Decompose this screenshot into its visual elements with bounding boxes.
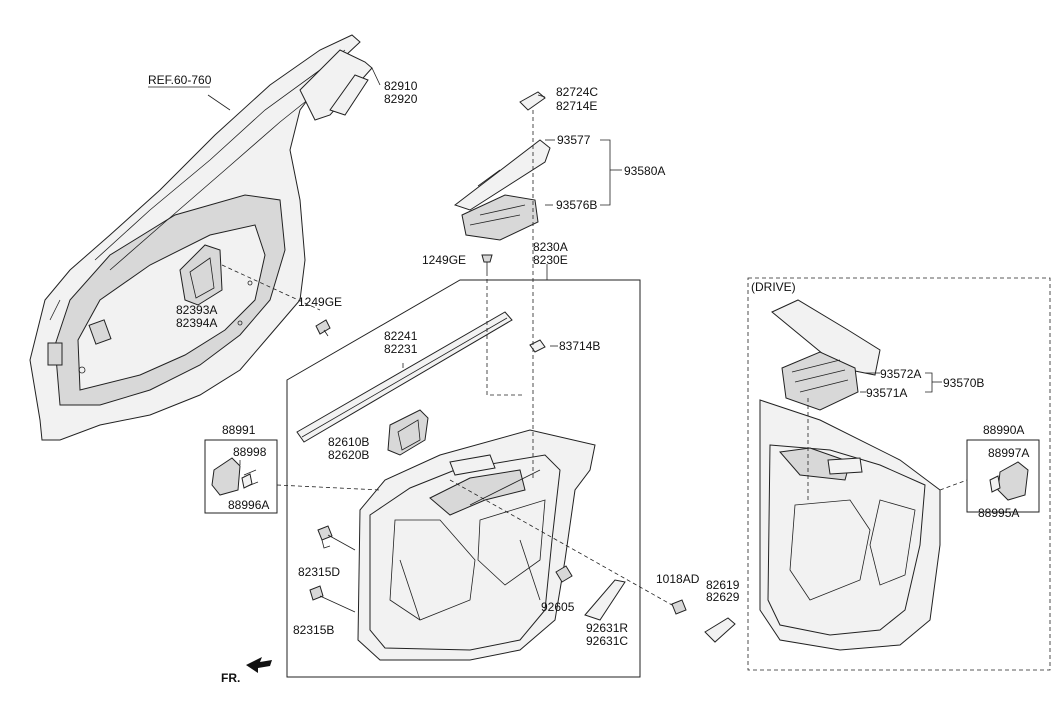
label-1018ad: 1018AD: [656, 572, 700, 586]
door-trim-panel: [357, 429, 596, 661]
lamp-lens: [584, 579, 626, 621]
cover-82619: [704, 617, 736, 643]
label-88996a: 88996A: [228, 498, 269, 512]
clip-92605-icon: [555, 565, 573, 583]
label-8230e: 8230E: [533, 253, 568, 267]
label-93572a: 93572A: [880, 367, 921, 381]
label-82620b: 82620B: [328, 448, 369, 462]
label-88997a: 88997A: [988, 446, 1029, 460]
label-8230a: 8230A: [533, 240, 568, 254]
label-88991: 88991: [222, 423, 256, 437]
label-82393a: 82393A: [176, 303, 217, 317]
label-92631c: 92631C: [586, 634, 628, 648]
door-frame: [29, 34, 373, 441]
screw-top-icon: [481, 254, 493, 272]
label-88998: 88998: [233, 445, 267, 459]
belt-weatherstrip: [296, 311, 513, 443]
label-92631r: 92631R: [586, 621, 628, 635]
label-82315d: 82315D: [298, 565, 340, 579]
label-93580a: 93580A: [624, 164, 665, 178]
clip-icon: [309, 525, 333, 601]
label-88995a: 88995A: [978, 506, 1019, 520]
label-82714e: 82714E: [556, 99, 597, 113]
lock-switch-box: [204, 439, 278, 514]
label-93576b: 93576B: [556, 198, 597, 212]
label-drive: (DRIVE): [751, 280, 796, 294]
label-82610b: 82610B: [328, 435, 369, 449]
label-93571a: 93571A: [866, 386, 907, 400]
label-93570b: 93570B: [943, 376, 984, 390]
label-82619: 82619: [706, 578, 740, 592]
label-82629: 82629: [706, 590, 740, 604]
label-83714b: 83714B: [559, 339, 600, 353]
bezel: [519, 91, 546, 111]
arrow-icon: [246, 657, 272, 673]
label-82241: 82241: [384, 329, 418, 343]
label-82910: 82910: [384, 79, 418, 93]
label-82394a: 82394A: [176, 316, 217, 330]
speaker-bracket: [179, 244, 321, 311]
screw-1018ad-icon: [671, 599, 687, 615]
label-fr: FR.: [221, 671, 240, 685]
drive-variant-box: [747, 277, 1051, 671]
label-ref: REF.60-760: [148, 73, 212, 87]
label-82920: 82920: [384, 92, 418, 106]
label-82315b: 82315B: [293, 623, 334, 637]
clip-83714b-icon: [529, 339, 546, 353]
label-88990a: 88990A: [983, 423, 1024, 437]
label-1249ge-top: 1249GE: [422, 253, 466, 267]
label-82231: 82231: [384, 342, 418, 356]
label-82724c: 82724C: [556, 85, 598, 99]
inside-handle: [387, 409, 429, 456]
screw-icon: [315, 319, 331, 337]
power-window-switch-panel: [453, 139, 551, 241]
label-1249ge-left: 1249GE: [298, 295, 342, 309]
label-92605: 92605: [541, 600, 575, 614]
trim-panel-group: [286, 279, 641, 678]
label-93577: 93577: [557, 133, 591, 147]
